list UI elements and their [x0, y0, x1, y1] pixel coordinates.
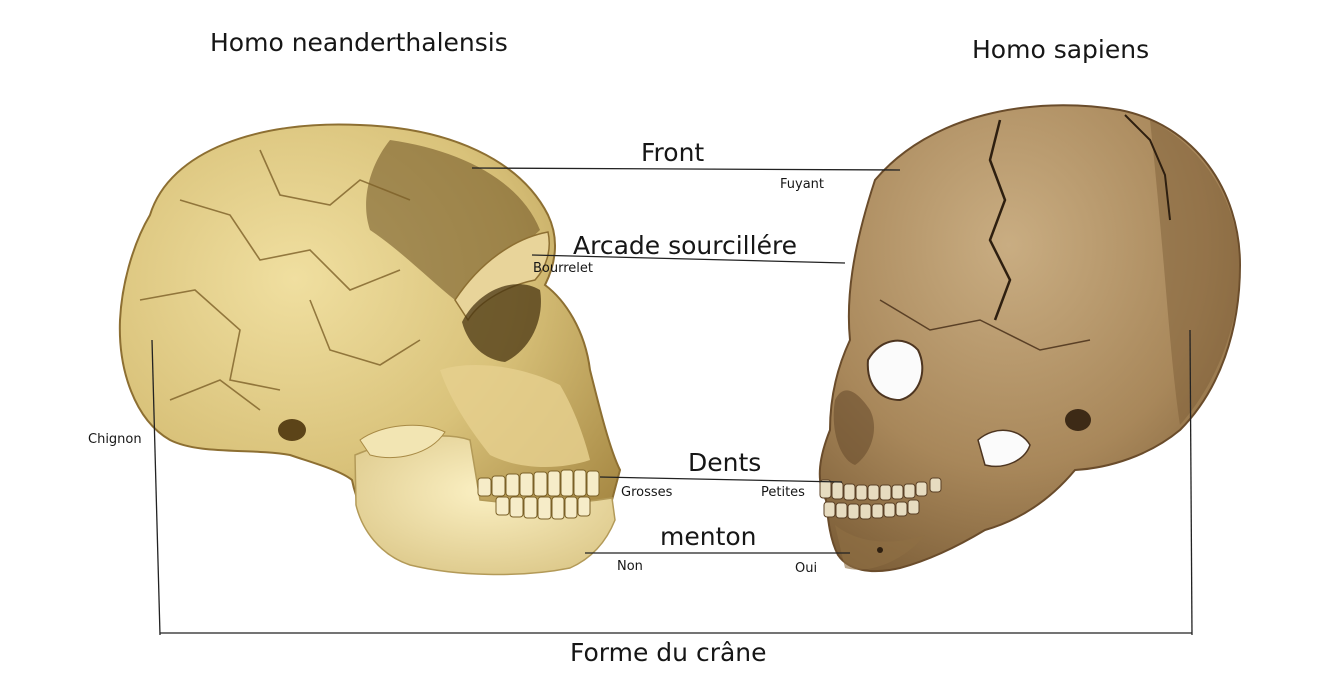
feature-label-arcade: Arcade sourcillére — [573, 231, 797, 260]
menton-value-sapiens: Oui — [795, 561, 817, 576]
sapiens-ear-opening — [1065, 409, 1091, 431]
sapiens-foramen — [877, 547, 883, 553]
species-label-sapiens: Homo sapiens — [972, 35, 1149, 64]
dents-value-neanderthal: Grosses — [621, 485, 672, 500]
sapiens-skull-illustration — [820, 105, 1240, 571]
skull-shape-value-neanderthal: Chignon — [88, 432, 142, 447]
front-connector — [472, 168, 900, 170]
neanderthal-teeth — [478, 470, 599, 519]
feature-label-dents: Dents — [688, 448, 761, 477]
dents-connector — [600, 477, 842, 482]
feature-label-menton: menton — [660, 522, 757, 551]
dents-value-sapiens: Petites — [761, 485, 805, 500]
species-label-neanderthal: Homo neanderthalensis — [210, 28, 508, 57]
neanderthal-skull-illustration — [120, 124, 620, 574]
feature-label-front: Front — [641, 138, 704, 167]
arcade-value-neanderthal: Bourrelet — [533, 261, 593, 276]
skull-shape-label: Forme du crâne — [570, 638, 767, 667]
sapiens-orbit — [868, 341, 922, 400]
neanderthal-ear-opening — [278, 419, 306, 441]
front-value-sapiens: Fuyant — [780, 177, 824, 192]
menton-value-neanderthal: Non — [617, 559, 643, 574]
